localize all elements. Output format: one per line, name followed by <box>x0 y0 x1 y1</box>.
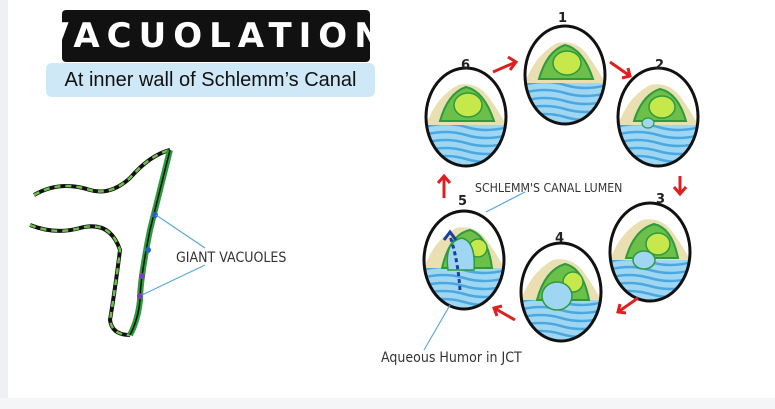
stage-number-3: 3 <box>656 192 665 207</box>
arrow-3-to-4 <box>617 296 639 314</box>
arrow-4-to-5 <box>493 306 516 322</box>
arrow-head <box>621 67 632 80</box>
cell-stage-5 <box>422 211 506 312</box>
cell-stage-4 <box>519 243 603 344</box>
left-edge-strip <box>0 0 8 409</box>
stage-number-5: 5 <box>458 194 467 209</box>
arrow-1-to-2 <box>609 60 631 78</box>
vacuole-dot <box>137 293 143 299</box>
stage-number-2: 2 <box>655 58 664 73</box>
cell-stage-3 <box>608 203 692 304</box>
cell-stage-1 <box>523 26 607 127</box>
cell-stage-2 <box>616 68 700 169</box>
vessel-drawing <box>29 148 206 337</box>
lumen-pointer <box>485 191 526 213</box>
arrow-head <box>616 303 627 315</box>
aqueous-pointer <box>423 304 451 351</box>
stage-number-4: 4 <box>555 231 564 246</box>
cycle-arrows <box>436 55 688 322</box>
arrow-head <box>672 186 688 197</box>
arrow-head <box>507 55 519 71</box>
cell-stage-6 <box>424 68 508 169</box>
vacuole-dot <box>145 247 151 253</box>
arrow-6-to-1 <box>492 60 517 74</box>
stage-number-6: 6 <box>461 58 470 73</box>
arrow-head <box>492 304 503 317</box>
arrow-head <box>436 173 452 184</box>
page-title: VACUOLATION <box>42 10 383 62</box>
giant-vacuoles-label: GIANT VACUOLES <box>176 250 287 266</box>
vacuole-dot <box>152 212 158 218</box>
lumen-label: SCHLEMM'S CANAL LUMEN <box>475 180 623 195</box>
aqueous-humor-label: Aqueous Humor in JCT <box>381 350 522 366</box>
page-subtitle: At inner wall of Schlemm’s Canal <box>46 63 375 97</box>
vacuole-dot <box>139 273 145 279</box>
stage-number-1: 1 <box>558 11 567 26</box>
bottom-edge-strip <box>0 398 775 409</box>
